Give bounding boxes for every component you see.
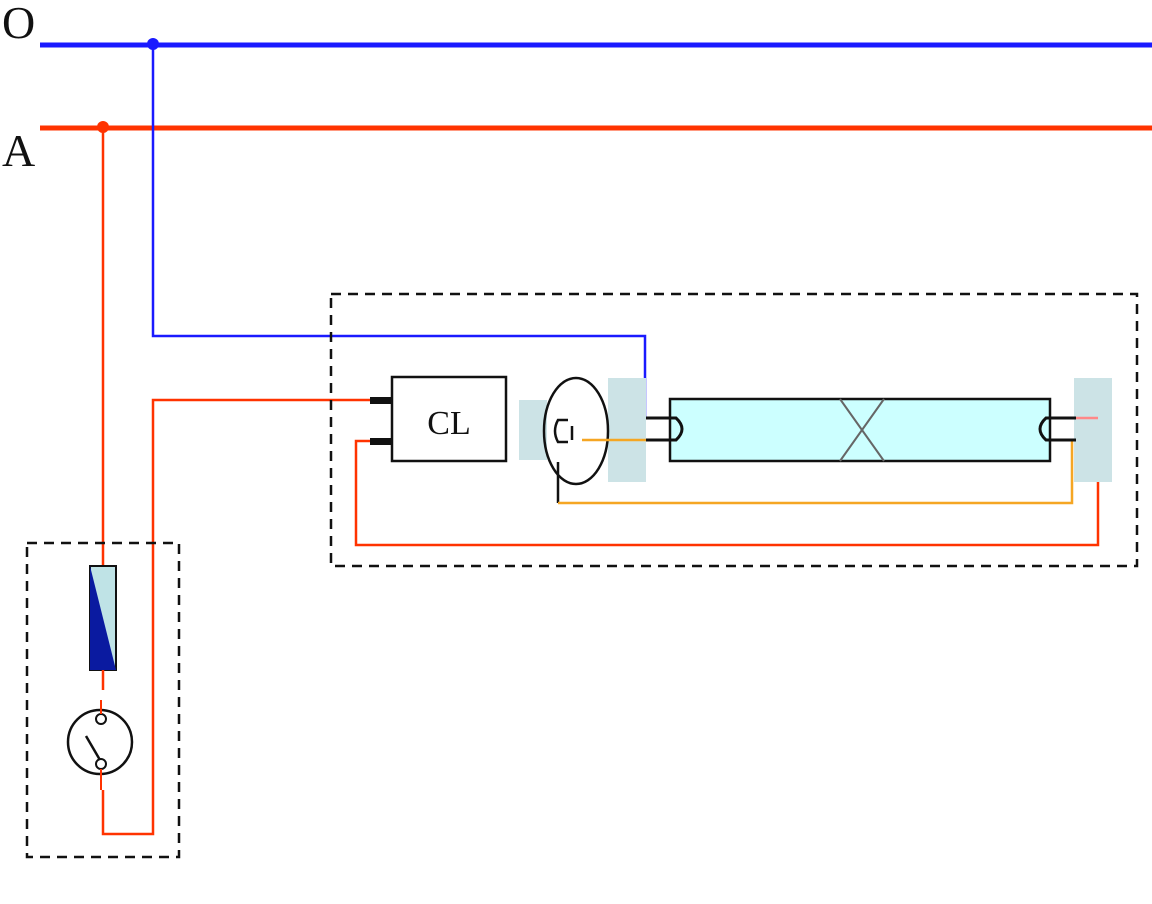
lamp-enclosure [329, 292, 1139, 568]
starter-electrode [553, 418, 568, 444]
tube-left-pins [646, 416, 684, 442]
tube-socket-left [608, 378, 646, 482]
ballast-label: CL [427, 405, 470, 442]
ballast-terminal-bottom [370, 438, 392, 445]
switched-phase-wire [101, 398, 372, 836]
switch-contact-bottom [95, 758, 107, 770]
tube-socket-right [1074, 378, 1112, 482]
tube-filament-x2 [839, 398, 885, 462]
switch-enclosure [25, 541, 181, 859]
switch-contact-top [95, 713, 107, 725]
phase-line-label: A [2, 125, 35, 176]
neutral-wire [151, 44, 658, 420]
ballast-box [390, 375, 508, 463]
fuse-element [90, 566, 116, 670]
tube-right-pins [1038, 416, 1076, 442]
starter-socket-left [519, 400, 547, 460]
neutral-line-label: O [2, 0, 35, 48]
switch-lever [84, 735, 102, 761]
fluorescent-tube [668, 397, 1052, 463]
switch [66, 708, 134, 776]
starter [542, 376, 610, 486]
ballast-terminal-top [370, 397, 392, 404]
